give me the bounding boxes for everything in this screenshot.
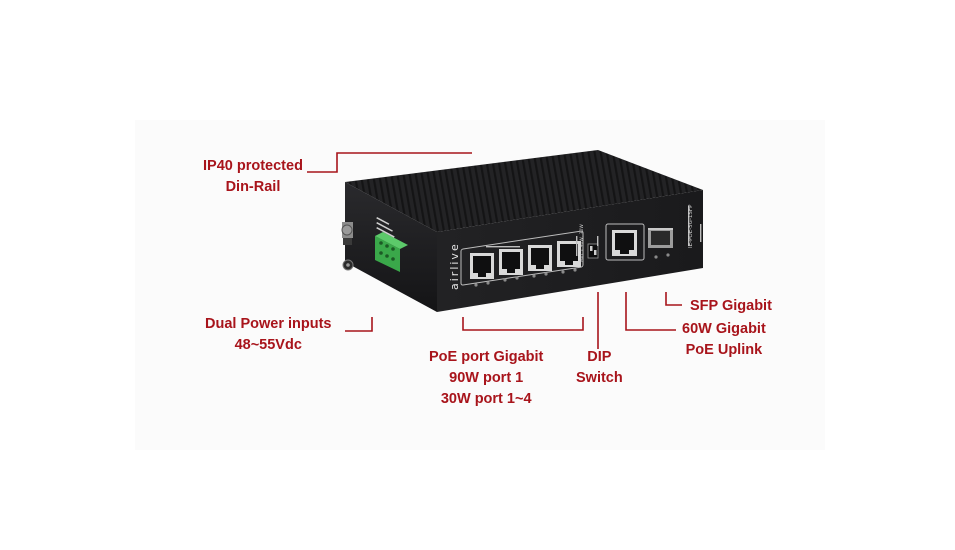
power-line2: 48~55Vdc [234, 337, 302, 353]
power-callout: Dual Power inputs 48~55Vdc [205, 314, 332, 356]
dip-callout: DIP Switch [576, 347, 623, 389]
poe-line2: 90W port 1 [449, 370, 524, 386]
port-leds [474, 268, 577, 287]
airlive-logo: airlive [448, 242, 461, 290]
ip40-line1: IP40 protected [203, 158, 303, 174]
sfp-leader [665, 292, 682, 306]
poe-panel-text: Port 1 90W, 30W [580, 224, 585, 262]
rj45-port-3 [528, 245, 552, 271]
power-line1: Dual Power inputs [205, 316, 332, 332]
model-label: IE-POE-5G-1SFP [688, 204, 694, 248]
uplink-line1: 60W Gigabit [682, 321, 766, 337]
poe-port-group [460, 230, 584, 286]
ip40-leader [307, 152, 472, 173]
poe-leader [462, 317, 584, 331]
heatsink-top [345, 150, 703, 232]
callout-leaders [307, 152, 682, 349]
power-leader [345, 317, 373, 332]
ground-screw [342, 259, 354, 271]
poe-line1: PoE port Gigabit [429, 349, 544, 365]
uplink-line2: PoE Uplink [685, 342, 763, 358]
poe-line3: 30W port 1~4 [440, 391, 532, 407]
din-rail-clip [341, 222, 353, 245]
rj45-port-2 [499, 249, 523, 275]
sfp-line1: SFP Gigabit [690, 298, 772, 314]
uplink-leader [625, 292, 676, 331]
uplink-callout: 60W Gigabit PoE Uplink [682, 319, 766, 361]
ip40-callout: IP40 protected Din-Rail [203, 156, 303, 198]
dip-line2: Switch [576, 370, 623, 386]
rj45-port-1 [470, 253, 494, 279]
sfp-cage [648, 228, 673, 259]
power-terminal-block [375, 232, 408, 272]
uplink-rj45-port [605, 223, 645, 261]
dip-line1: DIP [587, 349, 612, 365]
sfp-callout: SFP Gigabit [690, 296, 772, 317]
dip-switch [587, 243, 599, 259]
poe-callout: PoE port Gigabit 90W port 1 30W port 1~4 [429, 347, 543, 410]
ip40-line2: Din-Rail [225, 179, 281, 195]
